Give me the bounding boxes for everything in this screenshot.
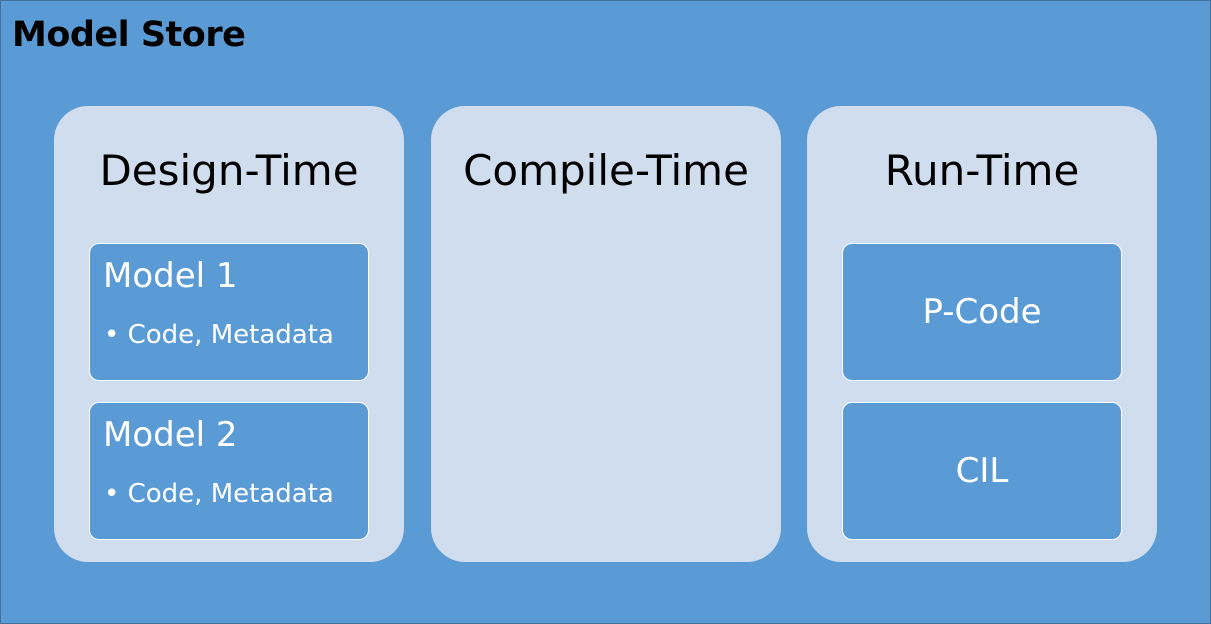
- model-1-bullet-text: Code, Metadata: [127, 320, 334, 350]
- p-code-card: P-Code: [842, 243, 1122, 381]
- bullet-glyph: •: [104, 320, 120, 350]
- model-1-bullet: • Code, Metadata: [104, 320, 334, 350]
- model-store-title: Model Store: [12, 15, 246, 55]
- cil-label: CIL: [955, 451, 1009, 491]
- compile-time-title: Compile-Time: [463, 146, 749, 195]
- model-2-title: Model 2: [103, 415, 238, 455]
- model-2-bullet: • Code, Metadata: [104, 479, 334, 509]
- model-2-bullet-text: Code, Metadata: [127, 479, 334, 509]
- design-time-title: Design-Time: [99, 146, 359, 195]
- model-1-card: Model 1 • Code, Metadata: [89, 243, 369, 381]
- run-time-title: Run-Time: [884, 146, 1080, 195]
- design-time-panel: Design-Time Model 1 • Code, Metadata Mod…: [54, 106, 404, 562]
- bullet-glyph: •: [104, 479, 120, 509]
- run-time-panel: Run-Time P-Code CIL: [807, 106, 1157, 562]
- p-code-label: P-Code: [922, 292, 1042, 332]
- compile-time-panel: Compile-Time: [431, 106, 781, 562]
- model-2-card: Model 2 • Code, Metadata: [89, 402, 369, 540]
- cil-card: CIL: [842, 402, 1122, 540]
- model-1-title: Model 1: [103, 256, 238, 296]
